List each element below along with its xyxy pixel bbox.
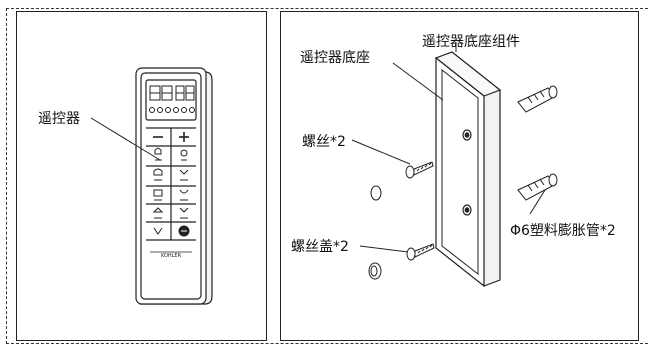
- remote-label: 遥控器: [38, 111, 80, 127]
- screw-label: 螺丝*2: [302, 134, 346, 150]
- remote-leader-line: [90, 117, 161, 161]
- remote-control-illustration: [135, 67, 213, 305]
- wall-anchor-label: Φ6塑料膨胀管*2: [510, 223, 616, 239]
- leader-lines: [351, 42, 546, 253]
- dashed-outer-frame: [6, 8, 648, 344]
- wall-anchor-illustration-bottom: [517, 173, 558, 201]
- wall-anchor-illustration-top: [517, 85, 558, 113]
- screw-cap-illustration: [368, 185, 382, 280]
- base-label: 遥控器底座: [300, 50, 370, 66]
- screw-illustration-bottom: [406, 243, 435, 261]
- remote-base-plate-illustration: [434, 51, 502, 288]
- screw-illustration-top: [405, 161, 434, 179]
- brand-logo-mark: KOHLER: [161, 253, 182, 259]
- base-assembly-label: 遥控器底座组件: [422, 34, 520, 50]
- screw-cap-label: 螺丝盖*2: [291, 239, 349, 255]
